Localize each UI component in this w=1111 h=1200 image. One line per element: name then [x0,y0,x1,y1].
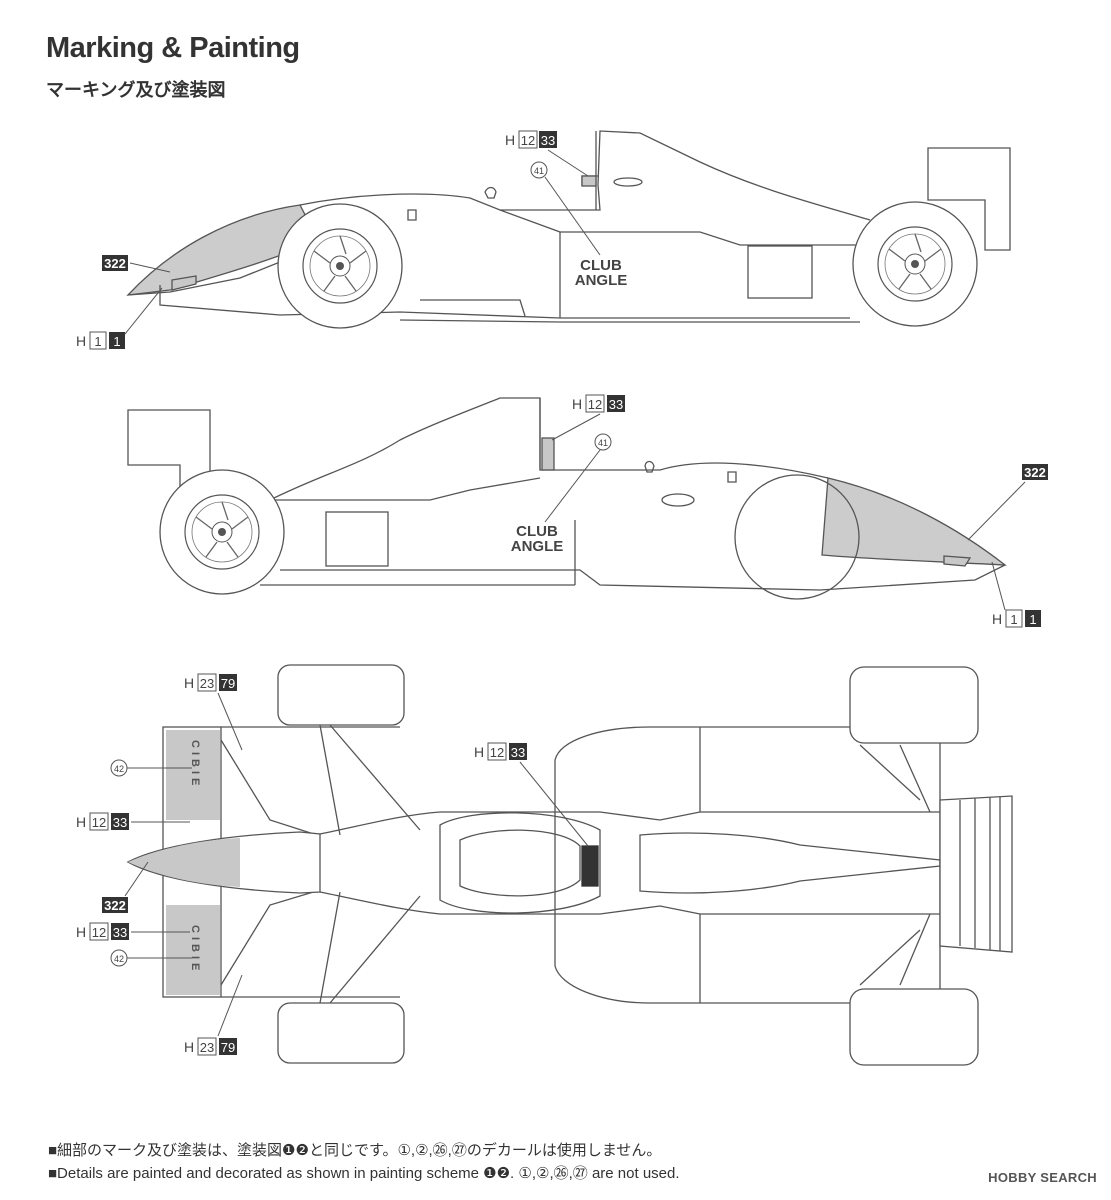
angle-text-right-view: ANGLE [511,538,564,555]
svg-text:322: 322 [104,898,126,913]
callout-h23-79-bottom: H 23 79 [184,974,243,1056]
callout-h12-33-left-view: H 12 33 [505,130,589,177]
side-view-left [126,130,1011,323]
callout-h1-1-right-view: H 1 1 [991,561,1041,628]
decal-41-left-view: 41 [530,161,601,256]
svg-text:33: 33 [113,925,127,940]
svg-text:H: H [474,744,484,760]
decal-41-right-view: 41 [544,433,612,523]
svg-text:12: 12 [521,133,535,148]
front-wheel-left-view [277,203,403,329]
svg-text:1: 1 [1010,612,1017,627]
decal-42-lower: 42 [110,949,192,967]
page-title: Marking & Painting [46,32,300,64]
callout-322-right-view: 322 [967,464,1048,541]
nosecone-shading-2 [821,477,1008,566]
svg-text:42: 42 [114,764,124,774]
svg-text:1: 1 [1029,612,1036,627]
callout-322-left-view: 322 [102,255,171,273]
svg-text:H: H [76,333,86,349]
svg-text:H: H [184,675,194,691]
svg-text:H: H [76,814,86,830]
footnote-english: ■Details are painted and decorated as sh… [48,1165,680,1182]
svg-text:1: 1 [113,334,120,349]
footnote-japanese: ■細部のマーク及び塗装は、塗装図❶❷と同じです。①,②,㉖,㉗のデカールは使用し… [48,1142,662,1159]
svg-text:12: 12 [92,815,106,830]
svg-text:H: H [572,396,582,412]
rear-wheel-left-view [852,201,978,327]
svg-text:12: 12 [588,397,602,412]
svg-text:41: 41 [598,438,608,448]
svg-text:322: 322 [104,256,126,271]
callout-h12-33-right-view: H 12 33 [551,394,625,441]
svg-text:12: 12 [490,745,504,760]
club-text-left-view: CLUB [580,257,622,274]
front-wheel-right-view [734,474,860,600]
callout-322-top: 322 [102,861,149,913]
svg-text:H: H [184,1039,194,1055]
rear-wheel-right-view [159,469,285,595]
cibie-logo-lower: CIBIE [189,925,201,974]
hobby-search-watermark: HOBBY SEARCH [988,1170,1097,1185]
club-text-right-view: CLUB [516,523,558,540]
svg-text:33: 33 [511,745,525,760]
svg-text:41: 41 [534,166,544,176]
svg-text:42: 42 [114,954,124,964]
svg-text:H: H [992,611,1002,627]
side-view-right [127,397,1008,591]
svg-text:H: H [76,924,86,940]
svg-text:33: 33 [541,133,555,148]
decal-42-upper: 42 [110,759,192,777]
cibie-logo-upper: CIBIE [189,740,201,789]
svg-text:33: 33 [609,397,623,412]
svg-text:H: H [505,132,515,148]
callout-h12-33-top-cockpit: H 12 33 [474,742,589,847]
page-subtitle: マーキング及び塗装図 [46,80,226,100]
callout-h1-1-left-view: H 1 1 [76,287,163,350]
callout-h23-79-top: H 23 79 [184,673,243,751]
callout-h12-33-top-lower: H 12 33 [76,922,190,941]
svg-text:79: 79 [221,676,235,691]
angle-text-left-view: ANGLE [575,272,628,289]
svg-text:79: 79 [221,1040,235,1055]
svg-text:33: 33 [113,815,127,830]
top-view [126,664,1013,1066]
svg-text:322: 322 [1024,465,1046,480]
svg-text:23: 23 [200,1040,214,1055]
svg-text:12: 12 [92,925,106,940]
callout-h12-33-top-upper: H 12 33 [76,812,190,831]
svg-text:23: 23 [200,676,214,691]
svg-text:1: 1 [94,334,101,349]
